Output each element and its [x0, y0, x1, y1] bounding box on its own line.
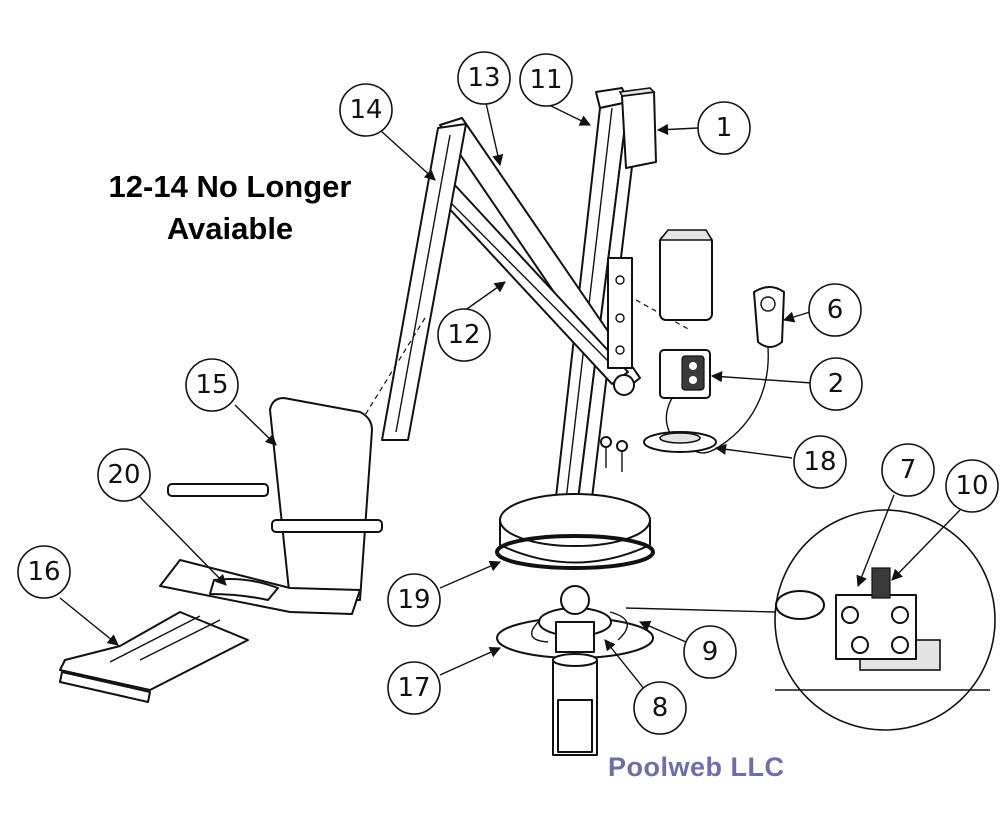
callout-6: 6 — [808, 283, 862, 337]
callout-6-label: 6 — [827, 295, 844, 325]
callout-12-label: 12 — [447, 320, 480, 350]
hand-control — [687, 286, 785, 454]
leader-lines — [59, 102, 961, 691]
callout-16-label: 16 — [27, 557, 60, 587]
availability-note-line-1: 12-14 No Longer — [108, 169, 352, 204]
anchor-post — [552, 653, 598, 756]
callout-19: 19 — [387, 573, 441, 627]
callout-13-label: 13 — [467, 63, 500, 93]
callout-10-label: 10 — [955, 471, 988, 501]
callout-18-label: 18 — [803, 447, 836, 477]
lift-arm — [431, 117, 641, 396]
footrest — [59, 611, 249, 703]
callout-15-label: 15 — [195, 370, 228, 400]
callout-17: 17 — [387, 661, 441, 715]
callout-15: 15 — [185, 358, 239, 412]
callout-14-label: 14 — [349, 95, 382, 125]
availability-note-line-2: Avaiable — [166, 211, 294, 246]
hand-control-holder — [643, 431, 717, 453]
callout-18: 18 — [793, 435, 847, 489]
callout-9-label: 9 — [702, 637, 719, 667]
battery-pack — [658, 229, 714, 321]
control-box — [659, 349, 711, 399]
callout-1-label: 1 — [716, 113, 733, 143]
callout-7-label: 7 — [900, 455, 917, 485]
actuator-housing — [618, 87, 657, 169]
callout-14: 14 — [339, 83, 393, 137]
callout-7: 7 — [881, 443, 935, 497]
callout-17-label: 17 — [397, 673, 430, 703]
mount-plate — [496, 585, 654, 659]
callout-10: 10 — [945, 459, 999, 513]
callout-1: 1 — [697, 101, 751, 155]
callout-9: 9 — [683, 625, 737, 679]
callout-20: 20 — [97, 448, 151, 502]
callout-2: 2 — [809, 357, 863, 411]
callout-11-label: 11 — [529, 65, 562, 95]
base-cover — [495, 493, 655, 570]
detail-inset — [774, 509, 996, 731]
callout-13: 13 — [457, 51, 511, 105]
callout-12: 12 — [437, 308, 491, 362]
seat — [159, 397, 383, 615]
bolts — [600, 436, 628, 472]
seat-hanger-arm — [381, 123, 467, 441]
callout-11: 11 — [519, 53, 573, 107]
callout-2-label: 2 — [828, 369, 845, 399]
callout-8-label: 8 — [652, 693, 669, 723]
callout-20-label: 20 — [107, 460, 140, 490]
callout-19-label: 19 — [397, 585, 430, 615]
callout-16: 16 — [17, 545, 71, 599]
callout-8: 8 — [633, 681, 687, 735]
credit-text: Poolweb LLC — [608, 752, 785, 782]
availability-note: 12-14 No Longer Avaiable — [80, 166, 380, 250]
